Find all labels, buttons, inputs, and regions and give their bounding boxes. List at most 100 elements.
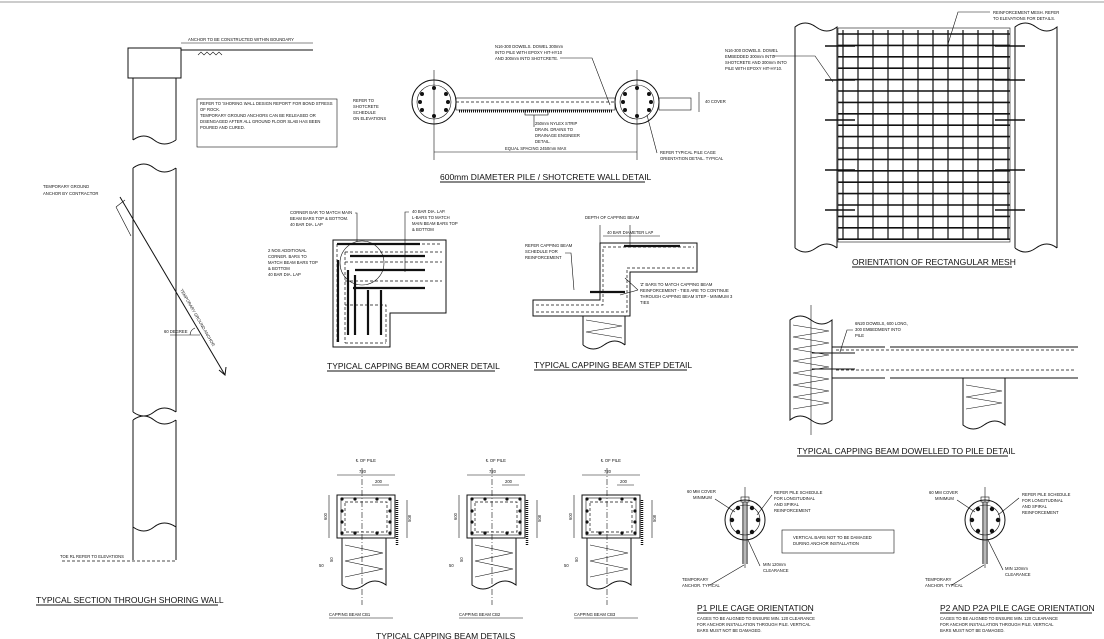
centreline-label: ℄ OF PILE xyxy=(600,458,621,463)
svg-text:FOR ANCHOR INSTALLATION THROUG: FOR ANCHOR INSTALLATION THROUGH PILE. VE… xyxy=(697,622,811,627)
inner-depth-dimension: 508 xyxy=(537,514,542,522)
svg-text:PILE: PILE xyxy=(855,333,864,338)
svg-text:2 NOS ADDITIONAL: 2 NOS ADDITIONAL xyxy=(268,248,307,253)
svg-text:FOR ANCHOR INSTALLATION THROUG: FOR ANCHOR INSTALLATION THROUGH PILE. VE… xyxy=(940,622,1054,627)
svg-text:MIN 120mm: MIN 120mm xyxy=(1005,566,1028,571)
svg-text:40 BAR DIAMETER LAP: 40 BAR DIAMETER LAP xyxy=(607,230,654,235)
cover-horizontal: 50 xyxy=(564,563,569,568)
svg-text:OF ROCK.: OF ROCK. xyxy=(200,107,220,112)
p1-title: P1 PILE CAGE ORIENTATION xyxy=(697,603,814,613)
svg-text:ANCHOR. TYPICAL: ANCHOR. TYPICAL xyxy=(682,583,721,588)
svg-text:FOR LONGITUDINAL: FOR LONGITUDINAL xyxy=(774,496,816,501)
svg-text:TEMPORARY GROUND: TEMPORARY GROUND xyxy=(43,184,89,189)
capping-beam-name: CAPPING BEAM CB3 xyxy=(574,612,616,617)
svg-text:BEAM BARS TOP & BOTTOM.: BEAM BARS TOP & BOTTOM. xyxy=(290,216,348,221)
inner-dimension: 200 xyxy=(620,479,628,484)
svg-text:MATCH BEAM BARS TOP: MATCH BEAM BARS TOP xyxy=(268,260,318,265)
svg-text:SHOTCRETE AND 300mm INTO: SHOTCRETE AND 300mm INTO xyxy=(725,60,788,65)
width-dimension: 720 xyxy=(359,469,367,474)
mesh-title: ORIENTATION OF RECTANGULAR MESH xyxy=(852,257,1016,267)
p2-title: P2 AND P2A PILE CAGE ORIENTATION xyxy=(940,603,1095,613)
svg-text:N16-300 DOWELS. DOWEL 300mm: N16-300 DOWELS. DOWEL 300mm xyxy=(495,44,564,49)
svg-text:MINIMUM: MINIMUM xyxy=(693,495,712,500)
svg-text:BARS MUST NOT BE DAMAGED.: BARS MUST NOT BE DAMAGED. xyxy=(697,628,762,633)
svg-text:BARS MUST NOT BE DAMAGED.: BARS MUST NOT BE DAMAGED. xyxy=(940,628,1005,633)
svg-text:L-BARS TO MATCH: L-BARS TO MATCH xyxy=(412,215,450,220)
svg-text:ANCHOR. TYPICAL: ANCHOR. TYPICAL xyxy=(925,583,964,588)
pile-cap xyxy=(127,47,182,79)
svg-text:40 COVER: 40 COVER xyxy=(705,99,726,104)
svg-text:VERTICAL BARS NOT TO BE DAMAGE: VERTICAL BARS NOT TO BE DAMAGED xyxy=(793,535,872,540)
note-box xyxy=(196,98,338,148)
svg-text:REFER PILE SCHEDULE: REFER PILE SCHEDULE xyxy=(1022,492,1071,497)
svg-text:60 DEGREE: 60 DEGREE xyxy=(164,329,188,334)
svg-text:FOR LONGITUDINAL: FOR LONGITUDINAL xyxy=(1022,498,1064,503)
svg-text:REFER TO 'SHORING WALL DESIGN: REFER TO 'SHORING WALL DESIGN REPORT' FO… xyxy=(200,101,333,106)
section-title: TYPICAL SECTION THROUGH SHORING WALL xyxy=(36,595,224,605)
svg-text:THROUGH CAPPING BEAM STEP - MI: THROUGH CAPPING BEAM STEP - MINIMUM 3 xyxy=(640,294,733,299)
svg-text:INTO PILE WITH EPOXY HIT-HY10: INTO PILE WITH EPOXY HIT-HY10 xyxy=(495,50,563,55)
svg-text:40 BAR DIA. LAP: 40 BAR DIA. LAP xyxy=(268,272,301,277)
svg-text:CAGES TO BE ALIGNED TO ENSURE: CAGES TO BE ALIGNED TO ENSURE MIN. 120 C… xyxy=(697,616,815,621)
capping-beam-name: CAPPING BEAM CB1 xyxy=(329,612,371,617)
svg-text:REINFORCEMENT: REINFORCEMENT xyxy=(525,255,562,260)
dowelled-title: TYPICAL CAPPING BEAM DOWELLED TO PILE DE… xyxy=(797,446,1016,456)
shoring-wall-section: ANCHOR TO BE CONSTRUCTED WITHIN BOUNDARY… xyxy=(36,37,338,606)
svg-text:DRAIN. DRAINS TO: DRAIN. DRAINS TO xyxy=(535,127,574,132)
svg-text:SCHEDULE FOR: SCHEDULE FOR xyxy=(525,249,558,254)
svg-text:REFER TO: REFER TO xyxy=(353,98,375,103)
svg-text:REINFORCEMENT MESH. REFER: REINFORCEMENT MESH. REFER xyxy=(993,10,1059,15)
svg-text:DISENGAGED AFTER ALL GROUND FL: DISENGAGED AFTER ALL GROUND FLOOR SLAB H… xyxy=(200,119,320,124)
svg-text:60 MM COVER: 60 MM COVER xyxy=(687,489,716,494)
rectangular-mesh-detail: REINFORCEMENT MESH. REFER TO ELEVATIONS … xyxy=(725,10,1059,268)
capping-beam-corner-detail: CORNER BAR TO MATCH MAIN BEAM BARS TOP &… xyxy=(268,209,500,372)
svg-text:40 BAR DIA. LAP.: 40 BAR DIA. LAP. xyxy=(412,209,445,214)
svg-text:ON ELEVATIONS: ON ELEVATIONS xyxy=(353,116,386,121)
svg-text:DETAIL.: DETAIL. xyxy=(535,139,551,144)
svg-text:REFER PILE SCHEDULE: REFER PILE SCHEDULE xyxy=(774,490,823,495)
toe-label: TOE RL REFER TO ELEVATIONS xyxy=(60,554,124,559)
width-dimension: 720 xyxy=(604,469,612,474)
svg-text:MIN 120mm: MIN 120mm xyxy=(763,562,786,567)
svg-text:DRAINAGE ENGINEER: DRAINAGE ENGINEER xyxy=(535,133,580,138)
svg-text:DURING ANCHOR INSTALLATION: DURING ANCHOR INSTALLATION xyxy=(793,541,859,546)
cover-vertical: 50 xyxy=(459,557,464,562)
svg-text:TEMPORARY GROUND ANCHOR: TEMPORARY GROUND ANCHOR xyxy=(179,288,216,347)
svg-text:& BOTTOM: & BOTTOM xyxy=(268,266,290,271)
svg-text:SCHEDULE: SCHEDULE xyxy=(353,110,376,115)
ground-anchor-line xyxy=(119,196,226,376)
inner-depth-dimension: 508 xyxy=(652,514,657,522)
p1-warning-box xyxy=(781,529,895,554)
depth-dimension: 600 xyxy=(453,512,458,520)
svg-text:'Z' BARS TO MATCH CAPPING BEAM: 'Z' BARS TO MATCH CAPPING BEAM xyxy=(640,282,713,287)
svg-text:AND 300mm INTO SHOTCRETE.: AND 300mm INTO SHOTCRETE. xyxy=(495,56,558,61)
svg-text:CORNER BAR TO MATCH MAIN: CORNER BAR TO MATCH MAIN xyxy=(290,210,352,215)
svg-text:REFER CAPPING BEAM: REFER CAPPING BEAM xyxy=(525,243,573,248)
capping-beam-step-detail: DEPTH OF CAPPING BEAM 40 BAR DIAMETER LA… xyxy=(525,215,733,371)
width-dimension: 720 xyxy=(489,469,497,474)
svg-text:300 EMBEDMENT INTO: 300 EMBEDMENT INTO xyxy=(855,327,902,332)
inner-dimension: 200 xyxy=(375,479,383,484)
centreline-label: ℄ OF PILE xyxy=(485,458,506,463)
svg-text:CLEARANCE: CLEARANCE xyxy=(1005,572,1031,577)
svg-text:REINFORCEMENT: REINFORCEMENT xyxy=(1022,510,1059,515)
svg-text:PILE WITH EPOXY HIT-HY10.: PILE WITH EPOXY HIT-HY10. xyxy=(725,66,782,71)
svg-text:N16-300 DOWELS. DOWEL: N16-300 DOWELS. DOWEL xyxy=(725,48,779,53)
svg-text:EQUAL SPACING 2450mm MAX: EQUAL SPACING 2450mm MAX xyxy=(505,146,567,151)
depth-dimension: 600 xyxy=(323,512,328,520)
svg-text:REINFORCEMENT - TIES ARE TO CO: REINFORCEMENT - TIES ARE TO CONTINUE xyxy=(640,288,729,293)
svg-text:DEPTH OF CAPPING BEAM: DEPTH OF CAPPING BEAM xyxy=(585,215,640,220)
svg-text:ORIENTATION DETAIL. TYPICAL: ORIENTATION DETAIL. TYPICAL xyxy=(660,156,724,161)
svg-text:TEMPORARY: TEMPORARY xyxy=(682,577,709,582)
cover-horizontal: 50 xyxy=(449,563,454,568)
anchor-boundary-label: ANCHOR TO BE CONSTRUCTED WITHIN BOUNDARY xyxy=(188,37,294,42)
svg-text:& BOTTOM: & BOTTOM xyxy=(412,227,434,232)
corner-title: TYPICAL CAPPING BEAM CORNER DETAIL xyxy=(327,361,500,371)
inner-dimension: 200 xyxy=(505,479,513,484)
shotcrete-title: 600mm DIAMETER PILE / SHOTCRETE WALL DET… xyxy=(440,172,652,182)
svg-text:REFER TYPICAL PILE CAGE: REFER TYPICAL PILE CAGE xyxy=(660,150,716,155)
cover-vertical: 50 xyxy=(574,557,579,562)
